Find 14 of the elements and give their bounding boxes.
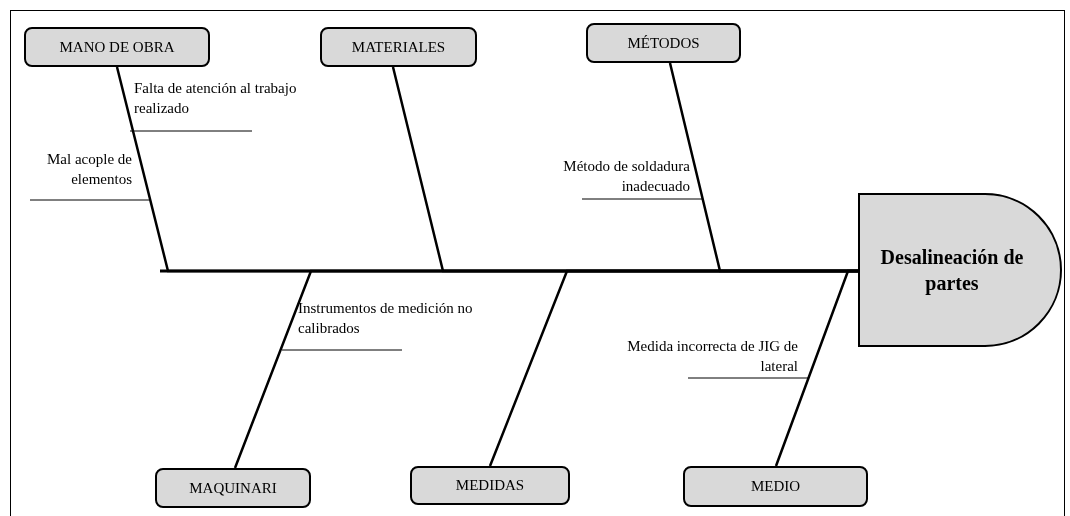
category-box: MÉTODOS xyxy=(586,23,741,63)
category-box: MANO DE OBRA xyxy=(24,27,210,67)
cause-text: Mal acople de elementos xyxy=(46,150,132,189)
cause-text: Instrumentos de medición no calibrados xyxy=(298,299,474,338)
cause-text: Falta de atención al trabajo realizado xyxy=(134,79,298,118)
cause-text: Medida incorrecta de JIG de lateral xyxy=(626,337,798,376)
category-box: MEDIO xyxy=(683,466,868,507)
effect-head xyxy=(858,193,1062,347)
fishbone-branch xyxy=(774,269,858,467)
cause-text: Método de soldadura inadecuado xyxy=(562,157,690,196)
category-box: MAQUINARI xyxy=(155,468,311,508)
category-box: MEDIDAS xyxy=(410,466,570,505)
effect-text: Desalineación de partes xyxy=(879,245,1025,296)
category-box: MATERIALES xyxy=(320,27,477,67)
